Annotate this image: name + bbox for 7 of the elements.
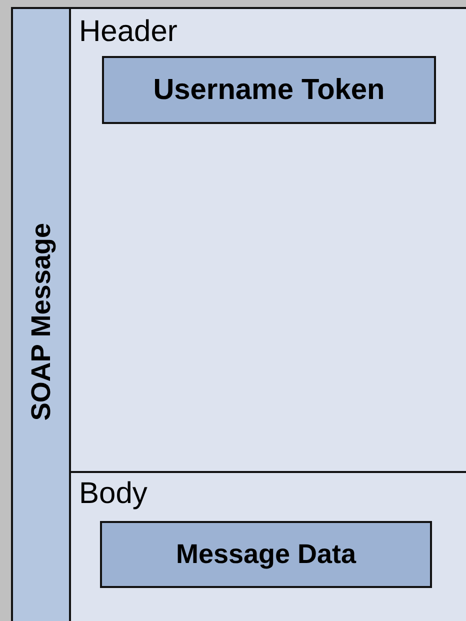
container-title: SOAP Message (26, 223, 56, 421)
element-box (100, 521, 432, 588)
section-label: Body (79, 479, 148, 509)
element-label: Message Data (176, 539, 356, 570)
element-box (102, 56, 436, 124)
element-label: Username Token (153, 74, 385, 106)
section-label: Header (79, 17, 178, 47)
